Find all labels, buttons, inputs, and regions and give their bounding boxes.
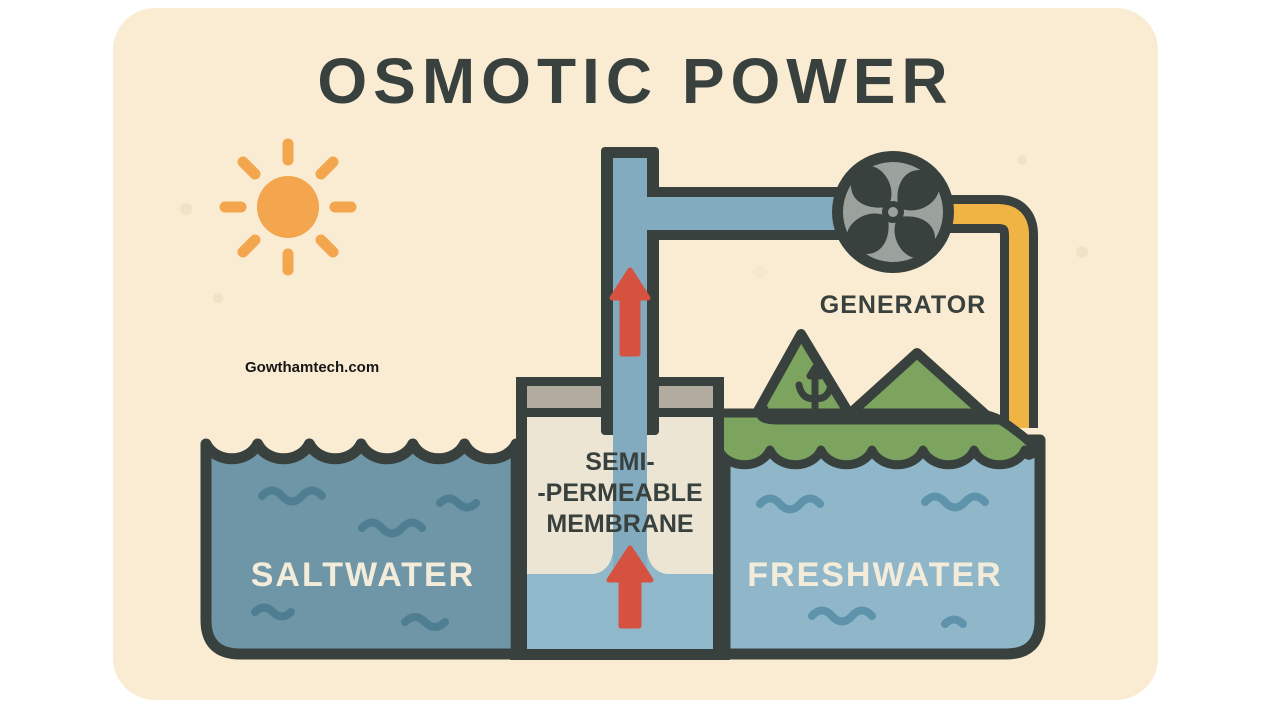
freshwater-tank	[719, 434, 1046, 660]
membrane-label-line1: SEMI-	[585, 448, 655, 476]
water-ripple-icon	[251, 486, 480, 631]
watermark-text: Gowthamtech.com	[245, 359, 380, 376]
tree-icon	[795, 364, 835, 423]
sun-icon	[219, 138, 357, 276]
generator-icon	[832, 151, 954, 273]
up-arrow-icon	[606, 267, 654, 629]
fan-turbine-icon	[846, 165, 940, 259]
saltwater-tank	[200, 438, 522, 660]
vessel-walls	[510, 377, 730, 660]
saltwater-body	[200, 438, 522, 660]
membrane-label-line2: -PERMEABLE	[537, 479, 703, 507]
saltwater-label: SALTWATER	[250, 556, 476, 594]
water-ripple-icon	[756, 492, 989, 628]
freshwater-label: FRESHWATER	[747, 556, 1003, 594]
land-mass	[714, 408, 1039, 470]
membrane-label: SEMI- -PERMEABLE MEMBRANE	[505, 447, 735, 540]
land-and-mountains	[714, 329, 1039, 470]
power-cable	[930, 195, 1038, 428]
generator-label: GENERATOR	[819, 291, 987, 319]
page-title: OSMOTIC POWER	[317, 45, 954, 117]
freshwater-body	[719, 434, 1046, 660]
water-pipe	[594, 147, 851, 582]
membrane-label-line3: MEMBRANE	[546, 510, 694, 538]
shoreline-line	[756, 404, 1005, 425]
